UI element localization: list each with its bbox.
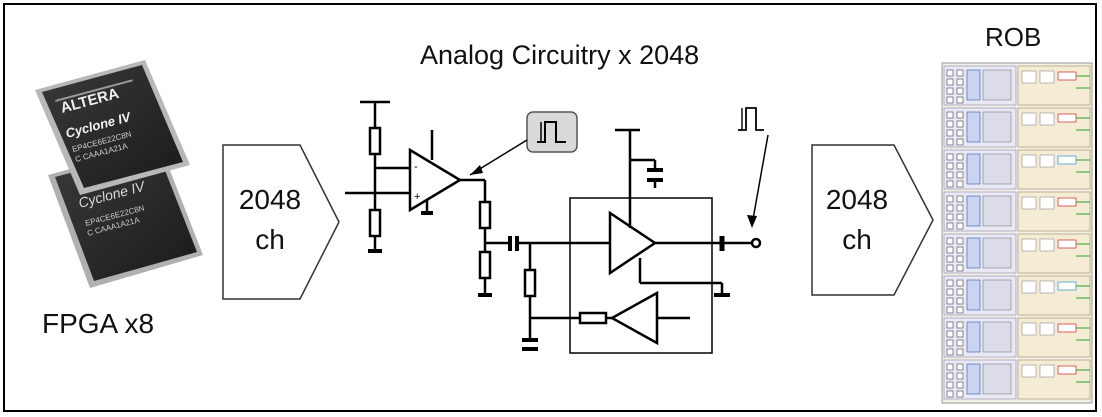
left-arrow-unit: ch	[255, 224, 285, 255]
svg-text:-: -	[414, 161, 418, 173]
analog-circuit: - +	[345, 100, 762, 354]
pulse-shaper-icon	[526, 111, 578, 153]
right-data-arrow	[811, 144, 934, 296]
right-arrow-unit: ch	[842, 224, 872, 255]
diagram-title: Analog Circuitry x 2048	[420, 40, 700, 70]
output-pointer-arrow	[751, 134, 769, 226]
rob-board	[941, 62, 1093, 404]
left-data-arrow	[222, 144, 340, 300]
right-arrow-count: 2048	[825, 184, 889, 215]
fpga-chip-front: ALTERA Cyclone IV EP4CE6E22C8N C CAAA1A2…	[35, 60, 190, 195]
left-arrow-count: 2048	[238, 184, 302, 215]
fpga-label: FPGA x8	[42, 308, 155, 339]
svg-text:+: +	[414, 191, 420, 203]
output-pulse-icon	[738, 107, 764, 131]
rob-label: ROB	[985, 22, 1042, 52]
